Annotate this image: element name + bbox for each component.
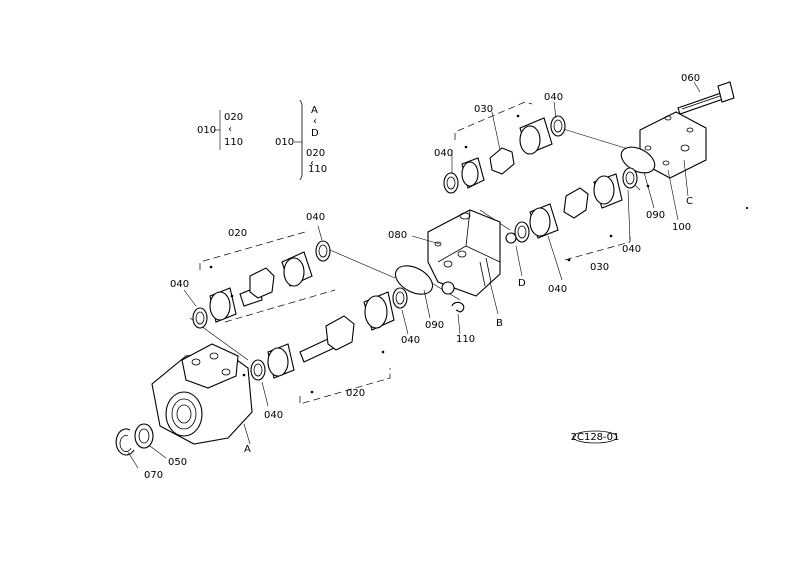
gear-group-020-upper [192, 240, 331, 329]
label-090-middle: 090 [425, 320, 444, 331]
oil-seal-050 [134, 423, 154, 449]
gear-group-030-top [443, 115, 566, 194]
legend-1-item-020: 020 [224, 112, 243, 123]
legend-1-item-110: 110 [224, 137, 243, 148]
svg-text:‹: ‹ [313, 116, 317, 127]
label-040-mid-right: 040 [548, 284, 567, 295]
label-040-lower: 040 [264, 410, 283, 421]
label-020-lower: 020 [346, 388, 365, 399]
label-070: 070 [144, 470, 163, 481]
legend-1-root: 010 [197, 125, 216, 136]
legend-group-2: 010 A ‹ D 020 ‹ 110 [275, 99, 327, 181]
label-100: 100 [672, 222, 691, 233]
o-ring-090-middle [394, 265, 434, 295]
legend-2-item-110: 110 [308, 164, 327, 175]
label-040-right: 040 [622, 244, 641, 255]
label-040-top: 040 [544, 92, 563, 103]
legend-group-1: 010 020 ‹ 110 [197, 110, 243, 150]
svg-text:‹: ‹ [228, 124, 232, 135]
label-A: A [244, 444, 251, 455]
snap-ring-070 [115, 428, 135, 456]
label-030-top: 030 [474, 104, 493, 115]
label-110: 110 [456, 334, 475, 345]
pump-body-B [427, 209, 501, 297]
gear-group-030-right [514, 167, 638, 243]
label-020-upper: 020 [228, 228, 247, 239]
legend-2-item-A: A [311, 105, 318, 116]
label-060: 060 [681, 73, 700, 84]
label-080: 080 [388, 230, 407, 241]
legend-2-root: 010 [275, 137, 294, 148]
bolt-060 [677, 81, 735, 115]
label-C: C [686, 196, 693, 207]
label-040-upper-left: 040 [306, 212, 325, 223]
reference-dots [209, 114, 749, 394]
drawing-code: 2C128-01 [571, 432, 620, 443]
bushing-near-body [441, 281, 455, 295]
label-090-right: 090 [646, 210, 665, 221]
callout-leaders [127, 81, 701, 469]
callout-labels: 060 030 040 040 090 100 C 040 030 040 D … [144, 73, 700, 481]
assembly-brackets [199, 101, 631, 405]
housing-A [151, 343, 253, 445]
label-030-right: 030 [590, 262, 609, 273]
label-050: 050 [168, 457, 187, 468]
drawing-code-stamp: 2C128-01 [571, 430, 620, 444]
label-D: D [518, 278, 526, 289]
svg-text:‹: ‹ [310, 158, 314, 169]
label-B: B [496, 318, 503, 329]
legend-2-item-D: D [311, 128, 319, 139]
bushing-D [505, 232, 517, 244]
label-040-far-left: 040 [170, 279, 189, 290]
label-040-center: 040 [401, 335, 420, 346]
ring-110 [451, 301, 465, 313]
alignment-lines [189, 127, 641, 361]
gear-group-020-lower [250, 287, 408, 381]
legend-2-item-020: 020 [306, 148, 325, 159]
label-040-left-top: 040 [434, 148, 453, 159]
